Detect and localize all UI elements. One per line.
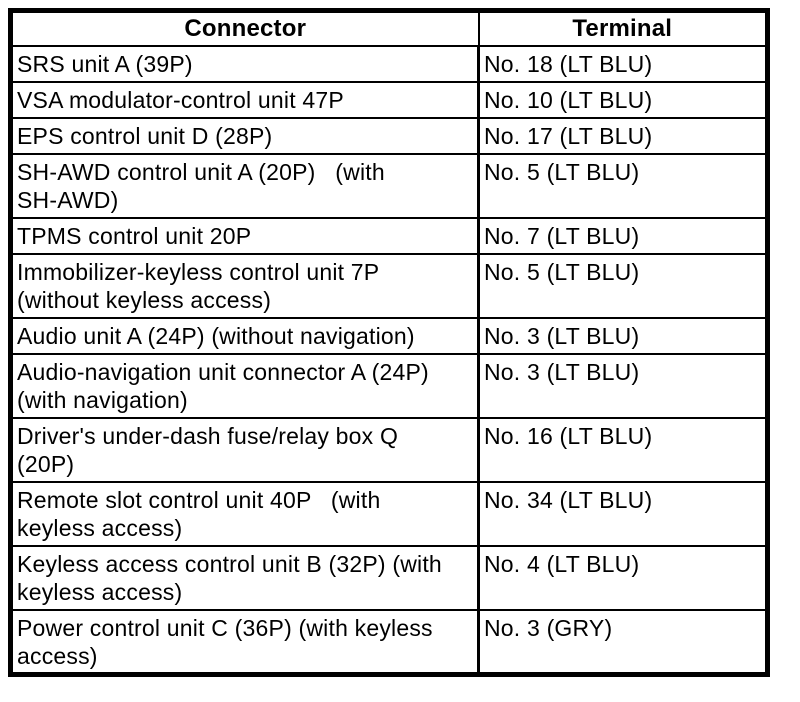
terminal-cell: No. 5 (LT BLU)	[477, 253, 769, 319]
terminal-cell: No. 17 (LT BLU)	[477, 117, 769, 155]
connector-terminal-table: Connector Terminal SRS unit A (39P) No. …	[8, 8, 770, 677]
connector-cell: Immobilizer-keyless control unit 7P (wit…	[9, 253, 480, 319]
terminal-cell: No. 3 (LT BLU)	[477, 317, 769, 355]
table-row: Keyless access control unit B (32P) (wit…	[9, 545, 769, 611]
connector-cell: Audio unit A (24P) (without navigation)	[9, 317, 480, 355]
terminal-cell: No. 7 (LT BLU)	[477, 217, 769, 255]
connector-cell: VSA modulator-control unit 47P	[9, 81, 480, 119]
connector-cell: SRS unit A (39P)	[9, 45, 480, 83]
table-row: Remote slot control unit 40P (with keyle…	[9, 481, 769, 547]
connector-cell: TPMS control unit 20P	[9, 217, 480, 255]
table-row: Driver's under-dash fuse/relay box Q (20…	[9, 417, 769, 483]
connector-cell: EPS control unit D (28P)	[9, 117, 480, 155]
column-header-terminal: Terminal	[477, 9, 769, 47]
terminal-cell: No. 5 (LT BLU)	[477, 153, 769, 219]
connector-cell: Keyless access control unit B (32P) (wit…	[9, 545, 480, 611]
table-row: SH-AWD control unit A (20P) (with SH-AWD…	[9, 153, 769, 219]
connector-cell: SH-AWD control unit A (20P) (with SH-AWD…	[9, 153, 480, 219]
connector-cell: Audio-navigation unit connector A (24P) …	[9, 353, 480, 419]
table-row: Audio unit A (24P) (without navigation) …	[9, 317, 769, 355]
table-row: VSA modulator-control unit 47P No. 10 (L…	[9, 81, 769, 119]
terminal-cell: No. 4 (LT BLU)	[477, 545, 769, 611]
table-row: SRS unit A (39P) No. 18 (LT BLU)	[9, 45, 769, 83]
terminal-cell: No. 16 (LT BLU)	[477, 417, 769, 483]
terminal-cell: No. 18 (LT BLU)	[477, 45, 769, 83]
table-row: EPS control unit D (28P) No. 17 (LT BLU)	[9, 117, 769, 155]
table-row: Power control unit C (36P) (with keyless…	[9, 609, 769, 676]
connector-cell: Power control unit C (36P) (with keyless…	[9, 609, 480, 676]
terminal-cell: No. 3 (LT BLU)	[477, 353, 769, 419]
terminal-cell: No. 34 (LT BLU)	[477, 481, 769, 547]
connector-cell: Remote slot control unit 40P (with keyle…	[9, 481, 480, 547]
table-header-row: Connector Terminal	[9, 9, 769, 47]
scanned-table-page: Connector Terminal SRS unit A (39P) No. …	[8, 8, 770, 677]
table-row: Audio-navigation unit connector A (24P) …	[9, 353, 769, 419]
column-header-connector: Connector	[9, 9, 480, 47]
connector-cell: Driver's under-dash fuse/relay box Q (20…	[9, 417, 480, 483]
terminal-cell: No. 10 (LT BLU)	[477, 81, 769, 119]
table-row: Immobilizer-keyless control unit 7P (wit…	[9, 253, 769, 319]
terminal-cell: No. 3 (GRY)	[477, 609, 769, 676]
table-row: TPMS control unit 20P No. 7 (LT BLU)	[9, 217, 769, 255]
